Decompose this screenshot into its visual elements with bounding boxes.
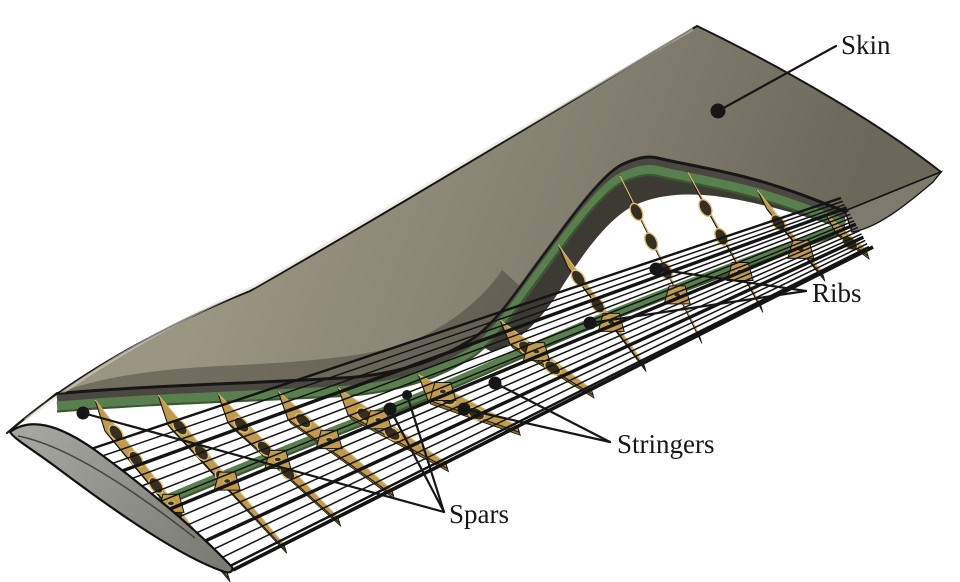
label-spars: Spars — [449, 499, 509, 529]
stringer — [140, 216, 853, 499]
callout-stringers: Stringers — [457, 376, 715, 459]
callout-ribs: Ribs — [583, 262, 862, 330]
leader-dot-stringers — [488, 376, 502, 390]
stringer — [160, 222, 857, 515]
callout-skin: Skin — [710, 30, 891, 119]
leader-line-ribs — [588, 289, 808, 325]
rib-foot-hole — [167, 500, 175, 506]
stringer — [180, 229, 860, 529]
leader-line-ribs — [654, 267, 808, 293]
rib-lightening-hole — [629, 202, 644, 222]
stringer — [190, 233, 862, 537]
leader-line-spars — [388, 407, 446, 514]
rib-lightening-hole — [108, 424, 124, 442]
stringer — [131, 213, 851, 491]
rib-lightening-hole — [644, 232, 659, 251]
leader-line-spars — [81, 411, 446, 514]
callout-spars: Spars — [76, 390, 509, 529]
leader-dot-skin — [710, 103, 726, 119]
rib-lightening-hole — [698, 198, 713, 217]
skin-ridge-highlight — [24, 27, 694, 422]
leader-line-skin — [716, 44, 838, 113]
stringers-group — [81, 196, 870, 568]
leader-line-spars — [405, 393, 446, 514]
leader-dot-ribs — [649, 262, 663, 276]
root-airfoil-face — [8, 423, 234, 574]
leader-line-stringers — [493, 381, 612, 444]
label-skin: Skin — [841, 30, 891, 60]
wing-tip-edge — [844, 170, 944, 233]
trailing-edge-line — [232, 245, 874, 572]
label-stringers: Stringers — [617, 429, 715, 459]
stringer — [229, 245, 870, 568]
skin-leading-edge-band — [57, 270, 522, 393]
rib-foot-hole — [439, 388, 447, 395]
leader-dot-spars — [383, 402, 397, 416]
stringer — [219, 243, 868, 560]
rib-foot-hole — [274, 456, 282, 462]
stringer — [101, 203, 845, 468]
leader-dot-spars — [76, 406, 90, 420]
rib-foot-hole — [223, 478, 231, 484]
root-airfoil-outline — [8, 423, 234, 574]
stringer — [121, 210, 849, 484]
label-ribs: Ribs — [812, 278, 862, 308]
stringer — [111, 206, 848, 477]
stringer — [81, 196, 842, 454]
stringer — [199, 235, 865, 545]
stringer — [91, 200, 844, 461]
stringer — [209, 239, 866, 552]
stringer — [150, 220, 855, 506]
leader-dot-spars — [402, 390, 412, 400]
leader-dot-stringers — [457, 402, 471, 416]
stringer — [170, 226, 859, 522]
rib-top-edge — [337, 387, 446, 464]
leader-line-stringers — [462, 407, 612, 444]
leader-dot-ribs — [583, 316, 597, 330]
rib-lightening-hole — [570, 269, 586, 287]
root-skin-thickness-line — [17, 435, 196, 539]
